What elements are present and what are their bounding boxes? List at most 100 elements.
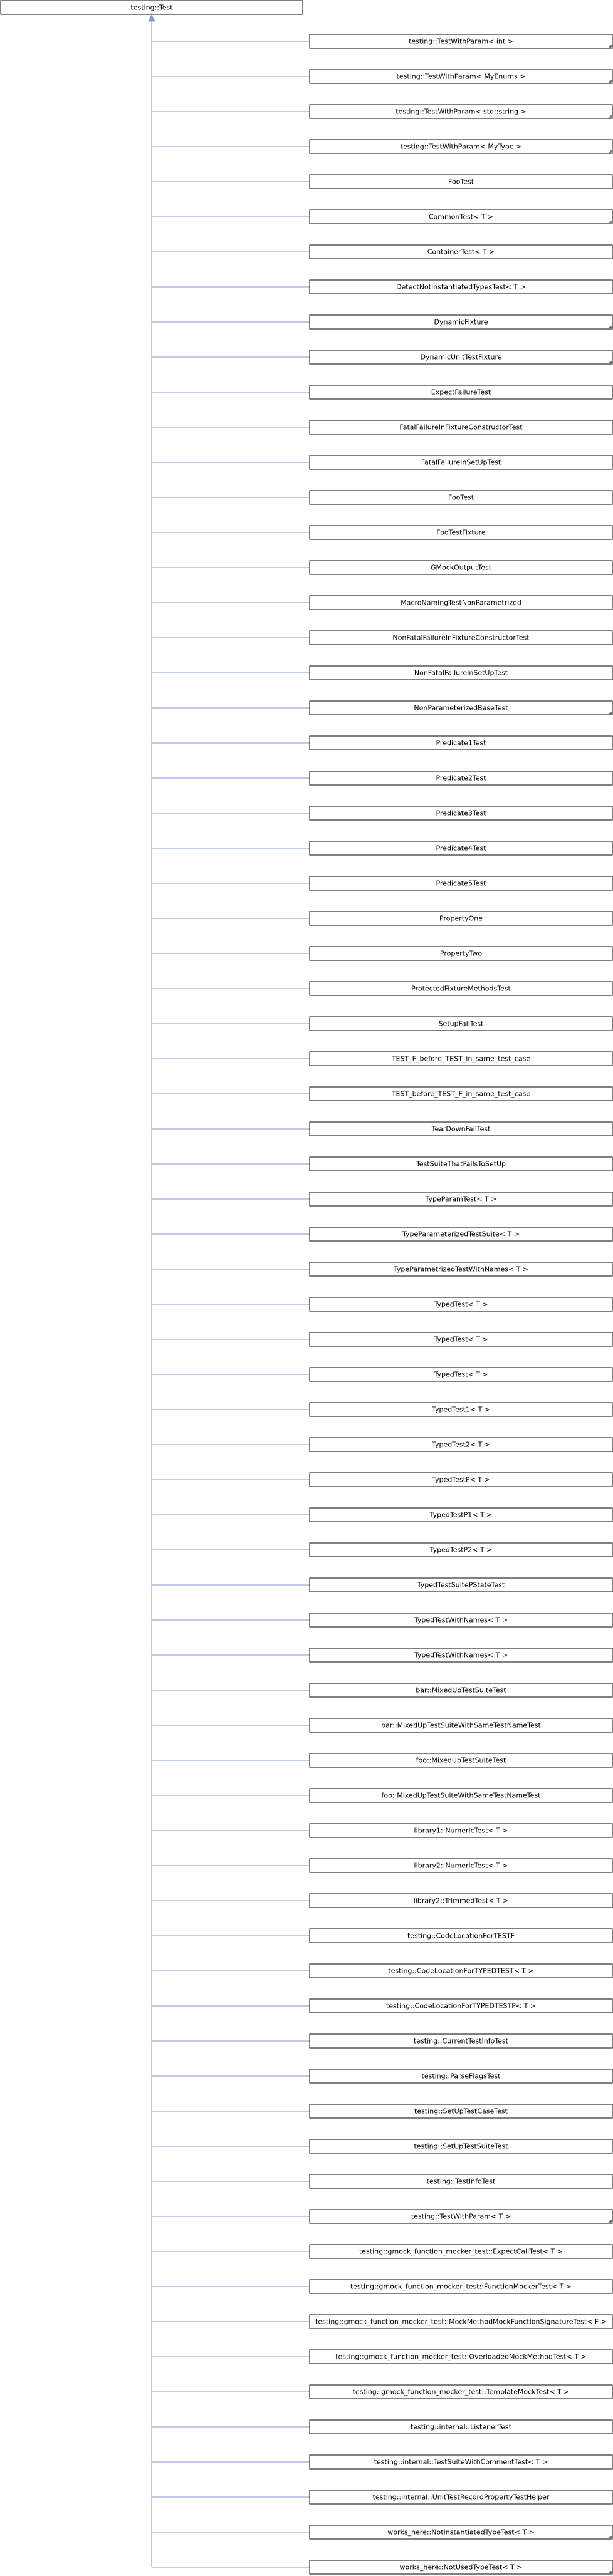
derived-class-box[interactable]	[309, 1823, 613, 1838]
derived-class-box[interactable]	[309, 455, 613, 470]
derived-class-box[interactable]	[309, 314, 613, 330]
derived-class-box[interactable]	[309, 1472, 613, 1487]
derived-class-node[interactable]: testing::SetUpTestSuiteTest	[309, 2139, 613, 2154]
derived-class-node[interactable]: testing::internal::TestSuiteWithCommentT…	[309, 2454, 613, 2470]
derived-class-box[interactable]	[309, 560, 613, 575]
derived-class-node[interactable]: bar::MixedUpTestSuiteTest	[309, 1683, 613, 1698]
derived-class-box[interactable]	[309, 735, 613, 750]
derived-class-node[interactable]: DynamicFixture	[309, 314, 613, 330]
derived-class-box[interactable]	[309, 1998, 613, 2013]
derived-class-box[interactable]	[309, 630, 613, 645]
derived-class-node[interactable]: Predicate2Test	[309, 771, 613, 786]
derived-class-box[interactable]	[309, 2454, 613, 2470]
derived-class-box[interactable]	[309, 1227, 613, 1242]
derived-class-node[interactable]: ContainerTest< T >	[309, 244, 613, 259]
derived-class-node[interactable]: foo::MixedUpTestSuiteWithSameTestNameTes…	[309, 1788, 613, 1803]
derived-class-box[interactable]	[309, 1086, 613, 1101]
derived-class-node[interactable]: library2::TrimmedTest< T >	[309, 1893, 613, 1908]
derived-class-node[interactable]: FooTest	[309, 174, 613, 189]
derived-class-node[interactable]: TypedTest2< T >	[309, 1437, 613, 1452]
root-node-box[interactable]	[0, 0, 303, 15]
derived-class-node[interactable]: Predicate5Test	[309, 876, 613, 891]
derived-class-node[interactable]: works_here::NotUsedTypeTest< T >	[309, 2560, 613, 2575]
derived-class-node[interactable]: MacroNamingTestNonParametrized	[309, 595, 613, 610]
derived-class-box[interactable]	[309, 2560, 613, 2575]
derived-class-box[interactable]	[309, 1542, 613, 1557]
derived-class-node[interactable]: testing::CodeLocationForTYPEDTESTP< T >	[309, 1998, 613, 2013]
derived-class-box[interactable]	[309, 1788, 613, 1803]
derived-class-node[interactable]: DynamicUnitTestFixture	[309, 350, 613, 365]
derived-class-box[interactable]	[309, 209, 613, 224]
derived-class-node[interactable]: library2::NumericTest< T >	[309, 1858, 613, 1873]
derived-class-node[interactable]: SetupFailTest	[309, 1016, 613, 1031]
derived-class-node[interactable]: testing::gmock_function_mocker_test::Tem…	[309, 2384, 613, 2399]
derived-class-node[interactable]: testing::SetUpTestCaseTest	[309, 2104, 613, 2119]
derived-class-box[interactable]	[309, 2139, 613, 2154]
derived-class-box[interactable]	[309, 771, 613, 786]
derived-class-node[interactable]: TestSuiteThatFailsToSetUp	[309, 1156, 613, 1171]
derived-class-box[interactable]	[309, 1156, 613, 1171]
derived-class-node[interactable]: testing::internal::ListenerTest	[309, 2419, 613, 2434]
derived-class-box[interactable]	[309, 1051, 613, 1066]
derived-class-node[interactable]: testing::TestWithParam< int >	[309, 34, 613, 49]
derived-class-box[interactable]	[309, 174, 613, 189]
derived-class-box[interactable]	[309, 1507, 613, 1522]
derived-class-node[interactable]: testing::CodeLocationForTESTF	[309, 1928, 613, 1943]
derived-class-node[interactable]: testing::ParseFlagsTest	[309, 2069, 613, 2084]
derived-class-box[interactable]	[309, 595, 613, 610]
derived-class-node[interactable]: testing::gmock_function_mocker_test::Ove…	[309, 2349, 613, 2364]
derived-class-box[interactable]	[309, 2104, 613, 2119]
derived-class-node[interactable]: testing::CurrentTestInfoTest	[309, 2033, 613, 2049]
derived-class-box[interactable]	[309, 1858, 613, 1873]
derived-class-node[interactable]: TypeParameterizedTestSuite< T >	[309, 1227, 613, 1242]
derived-class-node[interactable]: TypedTestWithNames< T >	[309, 1613, 613, 1628]
derived-class-node[interactable]: NonParameterizedBaseTest	[309, 700, 613, 715]
derived-class-box[interactable]	[309, 1718, 613, 1733]
derived-class-node[interactable]: FooTest	[309, 490, 613, 505]
derived-class-box[interactable]	[309, 2384, 613, 2399]
derived-class-node[interactable]: testing::TestWithParam< T >	[309, 2209, 613, 2224]
derived-class-node[interactable]: ProtectedFixtureMethodsTest	[309, 981, 613, 996]
derived-class-node[interactable]: TypedTestSuitePStateTest	[309, 1577, 613, 1592]
derived-class-node[interactable]: TypeParametrizedTestWithNames< T >	[309, 1262, 613, 1277]
derived-class-box[interactable]	[309, 139, 613, 154]
derived-class-node[interactable]: testing::TestWithParam< MyEnums >	[309, 69, 613, 84]
derived-class-node[interactable]: TypedTestP1< T >	[309, 1507, 613, 1522]
derived-class-node[interactable]: TypedTest< T >	[309, 1332, 613, 1347]
derived-class-node[interactable]: TypedTest< T >	[309, 1297, 613, 1312]
derived-class-node[interactable]: testing::CodeLocationForTYPEDTEST< T >	[309, 1963, 613, 1978]
derived-class-node[interactable]: testing::TestWithParam< std::string >	[309, 104, 613, 119]
derived-class-box[interactable]	[309, 34, 613, 49]
derived-class-box[interactable]	[309, 1297, 613, 1312]
derived-class-box[interactable]	[309, 385, 613, 400]
derived-class-node[interactable]: TypedTest1< T >	[309, 1402, 613, 1417]
derived-class-box[interactable]	[309, 2069, 613, 2084]
derived-class-node[interactable]: testing::TestInfoTest	[309, 2174, 613, 2189]
derived-class-box[interactable]	[309, 2244, 613, 2259]
derived-class-box[interactable]	[309, 2525, 613, 2540]
derived-class-box[interactable]	[309, 1893, 613, 1908]
derived-class-box[interactable]	[309, 1192, 613, 1207]
derived-class-node[interactable]: testing::gmock_function_mocker_test::Exp…	[309, 2244, 613, 2259]
derived-class-node[interactable]: TypedTestWithNames< T >	[309, 1648, 613, 1663]
derived-class-box[interactable]	[309, 104, 613, 119]
derived-class-box[interactable]	[309, 2314, 613, 2329]
derived-class-box[interactable]	[309, 2174, 613, 2189]
derived-class-box[interactable]	[309, 244, 613, 259]
derived-class-node[interactable]: FooTestFixture	[309, 525, 613, 540]
derived-class-box[interactable]	[309, 806, 613, 821]
derived-class-box[interactable]	[309, 1683, 613, 1698]
derived-class-node[interactable]: testing::TestWithParam< MyType >	[309, 139, 613, 154]
derived-class-box[interactable]	[309, 981, 613, 996]
derived-class-node[interactable]: TypedTest< T >	[309, 1367, 613, 1382]
derived-class-box[interactable]	[309, 700, 613, 715]
derived-class-box[interactable]	[309, 1402, 613, 1417]
derived-class-node[interactable]: TearDownFailTest	[309, 1121, 613, 1136]
derived-class-node[interactable]: NonFatalFailureInSetUpTest	[309, 665, 613, 680]
derived-class-node[interactable]: GMockOutputTest	[309, 560, 613, 575]
derived-class-node[interactable]: library1::NumericTest< T >	[309, 1823, 613, 1838]
derived-class-box[interactable]	[309, 1367, 613, 1382]
derived-class-box[interactable]	[309, 1613, 613, 1628]
derived-class-box[interactable]	[309, 2419, 613, 2434]
derived-class-box[interactable]	[309, 279, 613, 294]
